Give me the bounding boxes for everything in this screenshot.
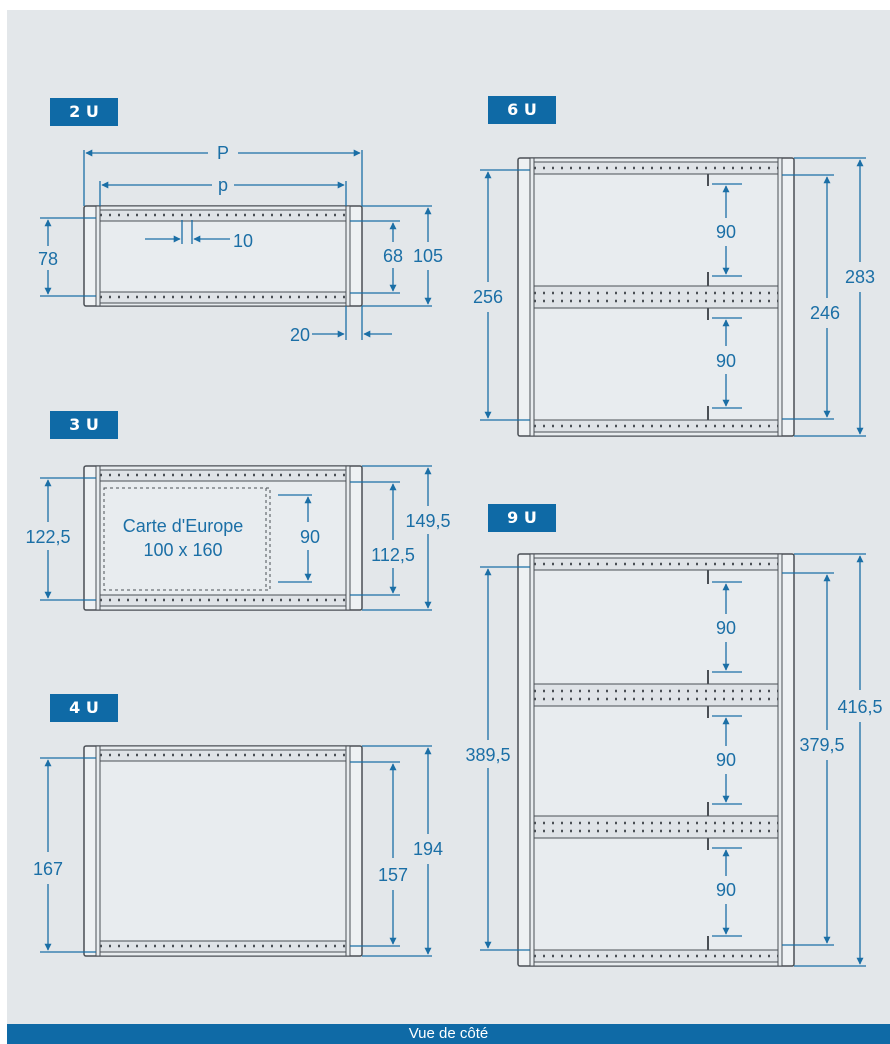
label-gap-3: 90 xyxy=(716,880,736,900)
label-inner-height: 112,5 xyxy=(371,545,415,565)
label-inner-depth: p xyxy=(218,175,228,195)
label-left-height: 389,5 xyxy=(465,745,510,765)
label-outer-height: 283 xyxy=(845,267,875,287)
label-inner-height: 68 xyxy=(383,246,403,266)
label-left-height: 256 xyxy=(473,287,503,307)
label-outer-height: 105 xyxy=(413,246,443,266)
frame-2u xyxy=(83,205,363,307)
badge-3u: 3 U xyxy=(50,411,118,439)
dimension-lines-6u xyxy=(480,157,866,437)
label-gap-2: 90 xyxy=(716,750,736,770)
label-card-height: 90 xyxy=(300,527,320,547)
label-rail-offset: 20 xyxy=(290,325,310,345)
label-left-height: 122,5 xyxy=(25,527,70,547)
dimension-labels-9u: 389,5 90 90 90 379,5 416,5 xyxy=(465,618,882,900)
label-left-height: 78 xyxy=(38,249,58,269)
dimension-labels-3u: 122,5 90 112,5 149,5 xyxy=(25,511,450,565)
frame-4u xyxy=(83,745,363,957)
card-size: 100 x 160 xyxy=(143,540,222,560)
label-outer-depth: P xyxy=(217,143,229,163)
label-inner-height: 246 xyxy=(810,303,840,323)
dimension-labels-6u: 256 90 90 246 283 xyxy=(473,222,875,371)
card-label-3u: Carte d'Europe 100 x 160 xyxy=(123,516,244,560)
frame-6u xyxy=(517,157,795,437)
badge-4u: 4 U xyxy=(50,694,118,722)
dimension-lines-2u xyxy=(40,149,432,340)
card-name: Carte d'Europe xyxy=(123,516,244,536)
label-gap-upper: 90 xyxy=(716,222,736,242)
frame-9u xyxy=(517,553,795,967)
badge-6u: 6 U xyxy=(488,96,556,124)
dimension-labels-4u: 167 157 194 xyxy=(33,839,443,885)
dimension-lines-4u xyxy=(40,745,432,957)
dimension-lines-9u xyxy=(480,553,866,967)
label-inner-height: 379,5 xyxy=(799,735,844,755)
label-left-height: 167 xyxy=(33,859,63,879)
label-outer-height: 149,5 xyxy=(405,511,450,531)
label-outer-height: 194 xyxy=(413,839,443,859)
label-gap-lower: 90 xyxy=(716,351,736,371)
dimension-lines-3u xyxy=(40,465,432,611)
badge-9u: 9 U xyxy=(488,504,556,532)
frame-3u xyxy=(83,465,363,611)
label-hole-pitch: 10 xyxy=(233,231,253,251)
label-outer-height: 416,5 xyxy=(837,697,882,717)
label-gap-1: 90 xyxy=(716,618,736,638)
badge-2u: 2 U xyxy=(50,98,118,126)
dimension-labels-2u: P p 10 78 68 105 20 xyxy=(38,143,443,345)
label-inner-height: 157 xyxy=(378,865,408,885)
footer-caption: Vue de côté xyxy=(7,1024,890,1044)
